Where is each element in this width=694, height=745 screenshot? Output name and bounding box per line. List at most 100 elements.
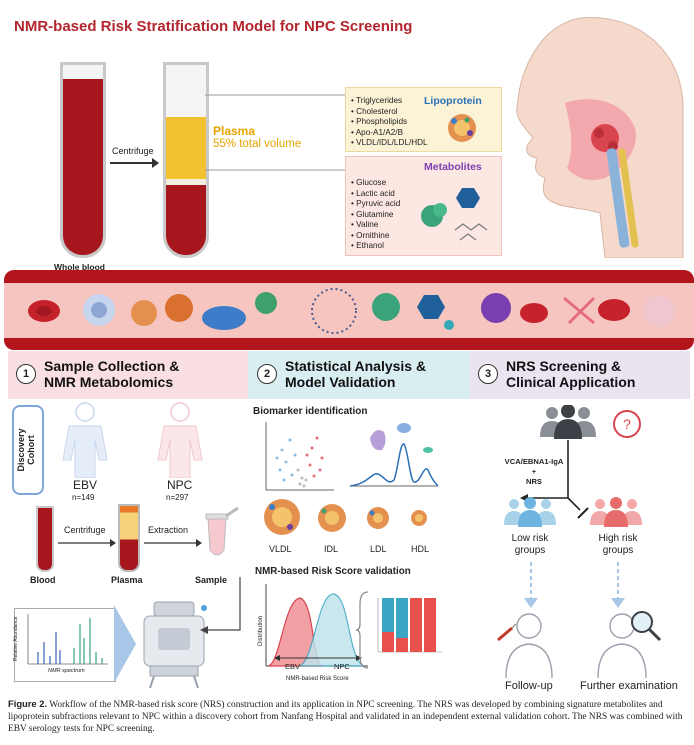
head-profile-illustration [516, 17, 684, 258]
metabolites-item: • Glucose [351, 178, 387, 187]
ebv-density-label: EBV [285, 662, 301, 671]
stacked-bar-plot [377, 598, 442, 653]
discovery-cohort-label: Discovery Cohort [16, 407, 36, 493]
high-risk-dashed-arrow [611, 562, 625, 608]
npc-label: NPC [167, 478, 193, 492]
ebv-count: n=149 [72, 493, 95, 502]
ebv-person-silhouette [62, 402, 108, 478]
screening-flow-lines [520, 440, 589, 519]
distribution-ylabel: Distribution [258, 616, 264, 647]
discovery-cohort-tag [12, 405, 44, 495]
metabolites-item: • Ornithine [351, 230, 390, 240]
panel2-heading: Statistical Analysis & Model Validation [285, 358, 426, 390]
high-risk-group-icon [590, 497, 642, 527]
npc-count: n=297 [166, 493, 189, 502]
blood-cells-row [28, 288, 675, 334]
blood-tube-small [36, 506, 54, 572]
plasma-label: Plasma [213, 124, 256, 138]
high-line1: High risk [598, 533, 638, 544]
question-icon: ? [613, 410, 641, 438]
ebv-label: EBV [73, 478, 98, 492]
lipoprotein-item: • Apo-A1/A2/B [351, 127, 404, 137]
centrifuge-label-2: Centrifuge [64, 525, 106, 535]
panel3-heading-line2: Clinical Application [506, 374, 636, 390]
further-examination-label: Further examination [580, 680, 678, 692]
centrifuge-arrowhead [152, 158, 159, 168]
npc-person-silhouette [157, 402, 203, 478]
panel1-number: 1 [16, 364, 36, 384]
metabolites-item: • Valine [351, 220, 379, 229]
chevron-right-icon [114, 605, 136, 683]
panel3-header-bg [470, 351, 690, 399]
extraction-label: Extraction [148, 525, 189, 535]
panel2-heading-line2: Model Validation [285, 374, 396, 390]
panel2-heading-line1: Statistical Analysis & [285, 358, 427, 374]
low-risk-dashed-arrow [524, 562, 538, 608]
low-risk-group-icon [504, 497, 556, 527]
panel2-header-bg [248, 351, 470, 399]
connector-lines [205, 94, 345, 171]
nmr-spectrometer-illustration [143, 601, 207, 689]
nmr-spectrum-xlabel: NMR spectrum [48, 668, 85, 674]
panel3-heading: NRS Screening & Clinical Application [506, 358, 635, 390]
low-line1: Low risk [511, 533, 549, 544]
biomarker-heading: Biomarker identification [253, 406, 368, 417]
metabolites-heading: Metabolites [424, 161, 482, 173]
vldl-label: VLDL [269, 544, 292, 554]
lipoprotein-item: • Cholesterol [351, 106, 398, 116]
figure-caption: Figure 2. Workflow of the NMR-based risk… [8, 698, 688, 735]
volcano-plot [265, 422, 334, 491]
metabolites-item: • Lactic acid [351, 188, 395, 198]
follow-up-patient-illustration [497, 613, 553, 678]
follow-up-label: Follow-up [505, 680, 553, 692]
sample-vial [205, 506, 239, 556]
metabolite-peaks-plot [349, 423, 439, 487]
lipoprotein-item: • Triglycerides [351, 96, 403, 105]
plasma-small-label: Plasma [111, 575, 143, 585]
lipoprotein-item: • VLDL/IDL/LDL/HDL [351, 138, 428, 147]
lipoprotein-heading: Lipoprotein [424, 95, 482, 107]
centrifuge-arrow [110, 162, 156, 164]
centrifuge-arrow-2 [58, 539, 116, 547]
risk-score-density-plot [265, 584, 368, 667]
risk-score-xlabel: NMR-based Risk Score [286, 676, 349, 682]
panel3-heading-line1: NRS Screening & [506, 358, 622, 374]
cohort-line1: Discovery [16, 428, 26, 472]
panel2-number: 2 [257, 364, 277, 384]
hdl-label: HDL [411, 544, 430, 554]
lipoprotein-particle-icon [448, 114, 476, 142]
metabolites-item: • Pyruvic acid [351, 199, 401, 208]
metabolites-list: • Glucose • Lactic acid • Pyruvic acid •… [351, 178, 400, 252]
test-line2: NRS [525, 477, 543, 486]
idl-label: IDL [324, 544, 339, 554]
lipoprotein-particles [264, 499, 427, 535]
metabolites-item: • Ethanol [351, 241, 384, 250]
whole-blood-label: Whole blood [54, 262, 105, 272]
page-title: NMR-based Risk Stratification Model for … [14, 18, 413, 35]
caption-text: Workflow of the NMR-based risk score (NR… [8, 700, 683, 734]
sample-to-nmr-connector [200, 577, 241, 634]
caption-label: Figure 2. [8, 698, 48, 709]
extraction-arrow [144, 539, 202, 547]
panel1-heading-line1: Sample Collection & [44, 358, 180, 374]
cohort-line2: Cohort [26, 435, 36, 465]
sample-label: Sample [195, 575, 228, 585]
nmr-spectrum-ylabel: Relative Abundance [13, 616, 19, 661]
population-group-icon [540, 405, 596, 439]
blood-label: Blood [30, 575, 56, 585]
npc-density-label: NPC [334, 662, 350, 671]
panel1-heading: Sample Collection & NMR Metabolomics [44, 358, 179, 390]
validation-heading: NMR-based Risk Score validation [255, 566, 411, 577]
whole-blood-tube [60, 62, 106, 258]
plasma-tube-small [118, 504, 140, 572]
centrifuge-label: Centrifuge [112, 146, 154, 156]
nmr-spectrum-plot [27, 614, 108, 665]
ldl-label: LDL [370, 544, 387, 554]
test-label: VCA/EBNA1-IgA + NRS [497, 457, 571, 487]
plasma-tube [163, 62, 209, 258]
lipoprotein-item: • Phospholipids [351, 117, 408, 126]
plasma-volume-label: 55% total volume [213, 138, 302, 150]
lipoprotein-list: • Triglycerides • Cholesterol • Phosphol… [351, 96, 428, 149]
panel1-header-bg [8, 351, 248, 399]
brace-icon [356, 591, 369, 669]
